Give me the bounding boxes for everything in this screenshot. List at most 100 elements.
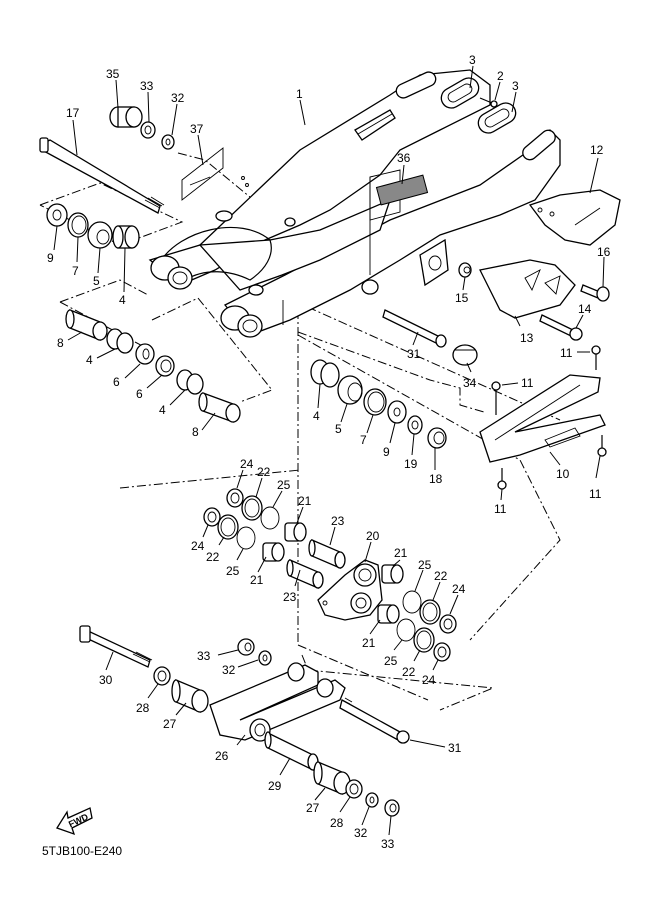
seal-part-7b[interactable] bbox=[363, 388, 387, 416]
label-sticker-part-36[interactable] bbox=[369, 169, 429, 275]
seal-part-7a[interactable] bbox=[67, 212, 89, 238]
callout-21: 21 bbox=[394, 546, 408, 560]
washer-part-19[interactable] bbox=[407, 415, 423, 435]
screw-part-2[interactable] bbox=[479, 97, 498, 108]
chain-slider-part-10[interactable] bbox=[479, 374, 606, 463]
collar-part-8a[interactable] bbox=[65, 309, 108, 341]
seal-part-24c[interactable] bbox=[439, 614, 457, 634]
washer-part-32c[interactable] bbox=[365, 792, 379, 808]
seal-part-6a[interactable] bbox=[135, 343, 155, 365]
callout-11: 11 bbox=[521, 376, 534, 390]
adjuster-plate-part-3a[interactable] bbox=[438, 74, 483, 111]
collar-part-27b[interactable] bbox=[313, 761, 351, 795]
callout-28: 28 bbox=[330, 816, 344, 830]
collar-part-29[interactable] bbox=[264, 731, 319, 772]
collar-part-23a[interactable] bbox=[308, 539, 346, 569]
relay-seal-stack-right bbox=[377, 564, 457, 662]
oring-part-25c[interactable] bbox=[402, 590, 422, 614]
pivot-shaft-part-17[interactable] bbox=[39, 137, 165, 214]
washer-part-32b[interactable] bbox=[258, 650, 272, 666]
callout-28: 28 bbox=[136, 701, 150, 715]
oring-part-25b[interactable] bbox=[236, 526, 256, 550]
nut-part-15[interactable] bbox=[458, 262, 472, 278]
callout-7: 7 bbox=[360, 433, 367, 447]
cap-part-34[interactable] bbox=[452, 344, 478, 366]
washer-part-32a[interactable] bbox=[161, 134, 175, 150]
bearing-part-4d[interactable] bbox=[310, 359, 340, 388]
ring-part-22c[interactable] bbox=[419, 599, 441, 625]
nut-part-33a[interactable] bbox=[140, 121, 156, 139]
callout-21: 21 bbox=[250, 573, 264, 587]
needle-bearing-part-21a[interactable] bbox=[284, 522, 307, 542]
callout-31: 31 bbox=[448, 741, 462, 755]
callout-24: 24 bbox=[422, 673, 436, 687]
callout-11: 11 bbox=[560, 346, 573, 360]
collar-part-27a[interactable] bbox=[171, 679, 209, 713]
seal-part-24a[interactable] bbox=[226, 488, 244, 508]
label-part-37[interactable] bbox=[181, 147, 224, 201]
seal-part-28a[interactable] bbox=[153, 666, 171, 686]
oring-part-25a[interactable] bbox=[260, 506, 280, 530]
callout-37: 37 bbox=[190, 122, 204, 136]
callout-27: 27 bbox=[163, 717, 177, 731]
bearing-part-5a[interactable] bbox=[87, 221, 113, 249]
bolt-part-16[interactable] bbox=[580, 284, 610, 302]
washer-part-9b[interactable] bbox=[387, 400, 407, 424]
screw-part-11b[interactable] bbox=[491, 381, 501, 415]
seal-part-6b[interactable] bbox=[155, 355, 175, 377]
bolt-part-30[interactable] bbox=[79, 625, 153, 668]
callout-11: 11 bbox=[494, 502, 507, 516]
cap-part-35[interactable] bbox=[109, 106, 143, 128]
collar-part-8b[interactable] bbox=[198, 392, 241, 423]
callout-33: 33 bbox=[197, 649, 211, 663]
bearing-part-4c[interactable] bbox=[176, 369, 204, 395]
needle-bearing-part-21d[interactable] bbox=[377, 604, 400, 624]
callout-8: 8 bbox=[57, 336, 64, 350]
relay-seal-stack-left bbox=[203, 488, 346, 589]
callout-32: 32 bbox=[354, 826, 368, 840]
ring-part-22a[interactable] bbox=[241, 495, 263, 521]
bearing-part-4b[interactable] bbox=[106, 328, 134, 354]
screw-part-11d[interactable] bbox=[597, 435, 607, 457]
callout-1: 1 bbox=[296, 87, 303, 101]
bolt-part-31a[interactable] bbox=[382, 309, 447, 348]
adjuster-plate-part-3b[interactable] bbox=[475, 99, 520, 136]
bolt-part-14[interactable] bbox=[539, 314, 583, 341]
callout-32: 32 bbox=[222, 663, 236, 677]
callout-32: 32 bbox=[171, 91, 185, 105]
callout-labels: 1 2 3 3 4 4 4 4 5 5 6 6 7 bbox=[47, 53, 611, 851]
seal-part-24d[interactable] bbox=[433, 642, 451, 662]
chain-guide-part-13[interactable] bbox=[479, 259, 576, 319]
callout-22: 22 bbox=[206, 550, 220, 564]
bolt-part-31b[interactable] bbox=[339, 697, 410, 744]
washer-part-9a[interactable] bbox=[46, 203, 68, 227]
bearing-part-5b[interactable] bbox=[337, 375, 363, 405]
nut-part-18[interactable] bbox=[427, 427, 447, 449]
nut-part-33b[interactable] bbox=[237, 638, 255, 656]
seal-part-28b[interactable] bbox=[345, 779, 363, 799]
chain-guide-part-12[interactable] bbox=[528, 189, 621, 246]
callout-11: 11 bbox=[589, 487, 602, 501]
needle-bearing-part-21c[interactable] bbox=[381, 564, 404, 584]
callout-22: 22 bbox=[257, 465, 271, 479]
relay-arm-part-20[interactable] bbox=[317, 559, 383, 621]
collar-part-23b[interactable] bbox=[286, 559, 324, 589]
screw-part-11c[interactable] bbox=[497, 468, 507, 490]
callout-29: 29 bbox=[268, 779, 282, 793]
callout-8: 8 bbox=[192, 425, 199, 439]
callout-26: 26 bbox=[215, 749, 229, 763]
ring-part-22b[interactable] bbox=[217, 514, 239, 540]
nut-part-33c[interactable] bbox=[384, 799, 400, 817]
oring-part-25d[interactable] bbox=[396, 618, 416, 642]
seal-part-24b[interactable] bbox=[203, 507, 221, 527]
bearing-stack-right bbox=[310, 359, 447, 449]
swingarm-part-1[interactable] bbox=[148, 69, 561, 338]
bearing-part-4a[interactable] bbox=[112, 225, 140, 249]
ring-part-22d[interactable] bbox=[413, 627, 435, 653]
needle-bearing-part-21b[interactable] bbox=[262, 542, 285, 562]
callout-35: 35 bbox=[106, 67, 120, 81]
drawing-code: 5TJB100-E240 bbox=[42, 844, 122, 858]
screw-part-11a[interactable] bbox=[591, 345, 601, 370]
callout-33: 33 bbox=[381, 837, 395, 851]
